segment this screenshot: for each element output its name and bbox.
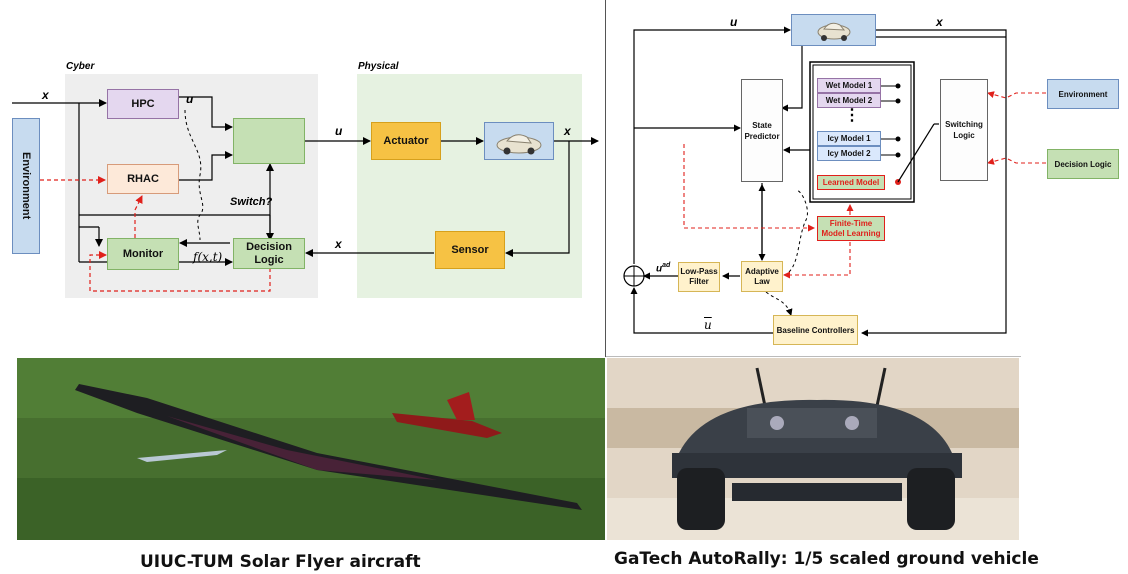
vertical-divider bbox=[605, 0, 606, 357]
signal-u-hpc: u bbox=[186, 92, 194, 106]
r-signal-u: u bbox=[730, 15, 738, 29]
baseline-controllers-block: Baseline Controllers bbox=[773, 315, 858, 345]
actuator-block: Actuator bbox=[371, 122, 441, 160]
r-signal-x: x bbox=[936, 15, 943, 29]
signal-uad: uad bbox=[656, 262, 670, 274]
switching-logic-block: Switching Logic bbox=[940, 79, 988, 181]
vehicle-image bbox=[607, 358, 1019, 540]
left-diagram-svg bbox=[12, 74, 599, 298]
cyber-label: Cyber bbox=[66, 61, 95, 72]
aircraft-photo bbox=[17, 358, 605, 540]
left-diagram: Cyber Physical x u u x x Switch? f(x,t) … bbox=[0, 0, 605, 355]
switch-label: Switch? bbox=[230, 196, 273, 208]
rhac-block: RHAC bbox=[107, 164, 179, 194]
r-car-block bbox=[791, 14, 876, 46]
low-pass-filter-block: Low-Pass Filter bbox=[678, 262, 720, 292]
sensor-block: Sensor bbox=[435, 231, 505, 269]
wet-model-2-block: Wet Model 2 bbox=[817, 93, 881, 108]
icy-model-1-block: Icy Model 1 bbox=[817, 131, 881, 146]
car-icon bbox=[496, 134, 542, 155]
signal-f-label: f(x,t) bbox=[193, 250, 223, 264]
signal-x-sensor: x bbox=[335, 237, 342, 251]
signal-ubar: u bbox=[704, 318, 712, 332]
icy-model-2-block: Icy Model 2 bbox=[817, 146, 881, 161]
decision-logic-block: Decision Logic bbox=[233, 238, 305, 269]
physical-label: Physical bbox=[358, 61, 399, 72]
environment-label: Environment bbox=[20, 152, 32, 220]
signal-uad-sup: ad bbox=[662, 262, 671, 269]
state-predictor-block: State Predictor bbox=[741, 79, 783, 182]
car-block bbox=[484, 122, 554, 160]
caption-vehicle: GaTech AutoRally: 1/5 scaled ground vehi… bbox=[614, 549, 1039, 569]
r-car-icon bbox=[817, 22, 851, 41]
aircraft-image bbox=[17, 358, 605, 540]
signal-u-out: u bbox=[335, 124, 343, 138]
environment-block: Environment bbox=[12, 118, 40, 254]
r-decision-logic-block: Decision Logic bbox=[1047, 149, 1119, 179]
adaptive-law-block: Adaptive Law bbox=[741, 261, 783, 292]
wet-model-1-block: Wet Model 1 bbox=[817, 78, 881, 93]
signal-uad-base: u bbox=[656, 263, 663, 275]
vehicle-photo bbox=[607, 358, 1019, 540]
signal-x-input: x bbox=[42, 88, 49, 102]
caption-aircraft: UIUC-TUM Solar Flyer aircraft bbox=[140, 552, 421, 572]
learned-model-block: Learned Model bbox=[817, 175, 885, 190]
r-environment-block: Environment bbox=[1047, 79, 1119, 109]
right-panel-border bbox=[606, 356, 1021, 357]
right-diagram: u x State Predictor Wet Model 1 Wet Mode… bbox=[606, 0, 1128, 357]
switch-block bbox=[233, 118, 305, 164]
models-ellipsis: ⋮ bbox=[844, 107, 860, 124]
hpc-block: HPC bbox=[107, 89, 179, 119]
monitor-block: Monitor bbox=[107, 238, 179, 270]
finite-time-learning-block: Finite-Time Model Learning bbox=[817, 216, 885, 241]
signal-x-out: x bbox=[564, 124, 571, 138]
